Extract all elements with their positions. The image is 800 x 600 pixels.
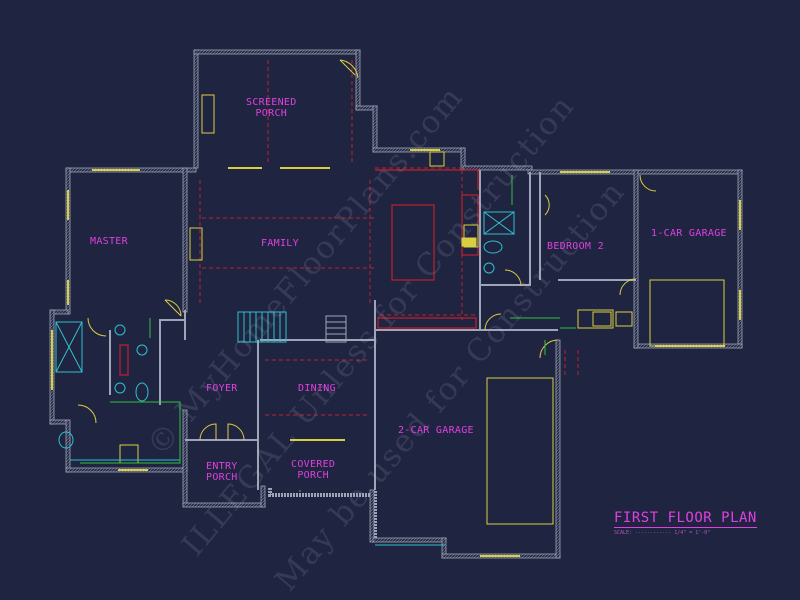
room-label-covered-porch-line2: PORCH: [297, 470, 329, 481]
room-label-one-car-garage: 1-CAR GARAGE: [651, 228, 727, 239]
scale-note: SCALE: ------------ 1/4" = 1'-0": [614, 530, 711, 536]
plan-title: FIRST FLOOR PLAN: [614, 510, 757, 528]
room-label-entry-porch: ENTRY PORCH: [206, 461, 238, 483]
room-label-family: FAMILY: [261, 238, 299, 249]
room-label-master: MASTER: [90, 236, 128, 247]
fixtures: [119, 94, 725, 525]
misc-lines: [80, 175, 576, 492]
room-label-entry-porch-line2: PORCH: [206, 472, 238, 483]
room-label-foyer: FOYER: [206, 383, 238, 394]
plumbing-fixtures: [55, 211, 515, 546]
kitchen-counters: [119, 169, 479, 376]
room-label-covered-porch: COVERED PORCH: [291, 459, 335, 481]
room-label-dining: DINING: [298, 383, 336, 394]
door-swings: [77, 59, 657, 441]
room-label-covered-porch-line1: COVERED: [291, 459, 336, 470]
room-label-screened-porch: SCREENED PORCH: [246, 97, 297, 119]
room-label-entry-porch-line1: ENTRY: [206, 461, 238, 472]
stair: [325, 315, 347, 343]
room-label-two-car-garage: 2-CAR GARAGE: [398, 425, 474, 436]
room-label-bedroom2: BEDROOM 2: [547, 241, 604, 252]
room-label-screened-porch-line1: SCREENED: [246, 97, 297, 108]
interior-walls: [109, 170, 636, 490]
room-label-screened-porch-line2: PORCH: [255, 108, 288, 119]
